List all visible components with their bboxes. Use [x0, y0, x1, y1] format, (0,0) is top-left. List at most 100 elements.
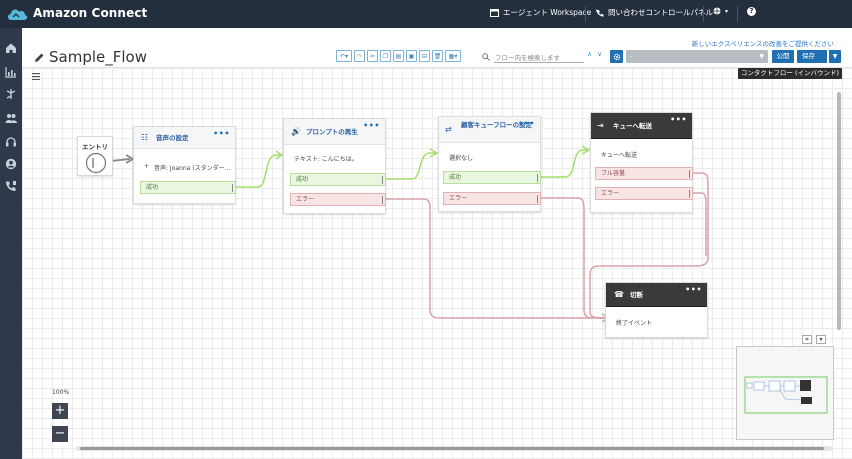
disconnect-block[interactable]: ☎ 切断 ••• 終了イベント — [605, 282, 708, 338]
block-header: ☎ 切断 ••• — [606, 283, 707, 307]
list-icon[interactable] — [32, 73, 40, 80]
cut-button[interactable]: ✂ — [367, 50, 378, 62]
new-experience-link[interactable]: 新しいエクスペリエンスの改善をご提供ください — [691, 40, 834, 48]
add-icon: + — [144, 163, 150, 170]
at-capacity-branch[interactable]: フル容量 — [595, 167, 693, 180]
duplicate-button[interactable]: ▣ — [406, 50, 417, 62]
layout-icon: ▦▾ — [448, 52, 458, 60]
block-detail: テキスト: こんにちは。 — [294, 156, 358, 163]
search-prev-icon[interactable]: ∧ — [587, 50, 592, 58]
branch-label: エラー — [449, 195, 468, 202]
play-prompt-block[interactable]: 🔊 プロンプトの再生 ••• テキスト: こんにちは。 成功 エラー — [283, 118, 386, 214]
success-branch[interactable]: 成功 — [443, 171, 541, 184]
port-handle[interactable] — [689, 170, 690, 178]
port-handle[interactable] — [232, 184, 233, 192]
minimap[interactable] — [736, 346, 834, 440]
publish-button[interactable]: 公開 — [772, 50, 794, 63]
phone-icon — [596, 8, 604, 17]
agent-workspace-label: エージェント Workspace — [503, 8, 592, 17]
search-next-icon[interactable]: ∨ — [597, 50, 602, 58]
flow-title[interactable]: Sample_Flow — [34, 48, 147, 66]
search-icon — [482, 52, 490, 61]
agent-workspace-link[interactable]: エージェント Workspace — [490, 7, 591, 18]
flow-title-text: Sample_Flow — [49, 48, 147, 66]
block-detail: 音声: Joanna (スタンダー... — [154, 165, 231, 172]
save-button-label: 保存 — [802, 52, 815, 60]
port-handle[interactable] — [382, 176, 383, 184]
contact-panel-label: 問い合わせコントロールパネル — [608, 8, 713, 17]
zoom-in-button[interactable]: + — [52, 403, 68, 419]
divider — [737, 6, 738, 22]
phone-numbers-icon[interactable] — [5, 180, 17, 192]
set-voice-block[interactable]: ☷ 音声の設定 ••• + 音声: Joanna (スタンダー... 成功 — [133, 126, 236, 204]
align-button[interactable]: ⊟ — [419, 50, 430, 62]
more-options-icon[interactable]: ••• — [670, 115, 687, 124]
more-options-icon[interactable]: ••• — [213, 129, 230, 138]
error-branch[interactable]: エラー — [595, 187, 693, 200]
fit-icon: ⌗ — [805, 336, 809, 343]
vertical-scrollbar[interactable] — [837, 92, 841, 330]
metrics-icon[interactable] — [5, 66, 17, 78]
port-handle[interactable] — [537, 195, 538, 203]
chevron-down-icon: ▼ — [759, 53, 764, 60]
chevron-down-icon: ▾ — [819, 336, 823, 343]
port-handle[interactable] — [382, 196, 383, 204]
minimap-toggle-button[interactable]: ▾ — [816, 335, 826, 344]
clipboard-icon: ▤ — [395, 52, 402, 60]
chevron-down-icon: ▼ — [832, 53, 838, 60]
fit-view-button[interactable]: ⌗ — [802, 335, 812, 344]
zoom-out-button[interactable]: − — [52, 426, 68, 442]
cloud-logo-icon — [8, 9, 28, 20]
language-menu[interactable]: ▾ — [713, 7, 728, 15]
version-dropdown[interactable]: - ▼ — [626, 50, 768, 63]
help-button[interactable]: ? — [747, 7, 756, 16]
block-header: 🔊 プロンプトの再生 ••• — [284, 119, 385, 145]
zoom-level: 100% — [52, 389, 70, 396]
transfer-to-queue-block[interactable]: ⇥ キューへ転送 ••• キューへ転送 フル容量 エラー — [590, 112, 693, 213]
entry-block[interactable]: エントリ — [77, 136, 113, 176]
search-placeholder: フロー内を検索します — [495, 53, 560, 62]
flow-search[interactable]: フロー内を検索します ∧ ∨ — [482, 50, 604, 63]
error-branch[interactable]: エラー — [443, 192, 541, 205]
voice-settings-icon: ☷ — [141, 133, 149, 142]
block-title: 顧客キューフローの設定 — [461, 121, 533, 129]
minimap-preview — [744, 376, 828, 414]
more-options-icon[interactable]: ••• — [363, 121, 380, 130]
success-branch[interactable]: 成功 — [290, 173, 386, 186]
port-handle[interactable] — [689, 190, 690, 198]
paste-button[interactable]: ▤ — [393, 50, 404, 62]
contact-control-panel-link[interactable]: 問い合わせコントロールパネル — [596, 7, 713, 18]
scissors-icon: ✂ — [369, 52, 376, 60]
block-header: ☷ 音声の設定 ••• — [134, 127, 235, 149]
home-icon[interactable] — [5, 42, 17, 54]
user-profile-icon[interactable] — [5, 158, 17, 170]
save-button[interactable]: 保存 — [797, 50, 827, 63]
success-branch[interactable]: 成功 — [140, 181, 236, 194]
port-handle[interactable] — [537, 174, 538, 182]
copy-icon: ❐ — [382, 52, 389, 60]
horizontal-scrollbar[interactable] — [80, 447, 824, 450]
layout-menu-button[interactable]: ▦▾ — [445, 50, 461, 62]
search-underline — [494, 62, 584, 63]
delete-button[interactable]: 🗑 — [432, 50, 443, 62]
block-detail: 選択なし — [449, 155, 474, 162]
undo-button[interactable]: ↶▾ — [336, 50, 352, 62]
more-options-icon[interactable]: ••• — [518, 119, 535, 128]
app-title: Amazon Connect — [33, 6, 148, 20]
save-menu-button[interactable]: ▼ — [828, 50, 841, 63]
trash-icon: 🗑 — [433, 52, 442, 60]
headset-icon[interactable] — [5, 136, 17, 148]
flow-canvas[interactable] — [22, 28, 852, 459]
redo-button[interactable]: ↷ — [354, 50, 365, 62]
settings-button[interactable] — [610, 50, 623, 63]
routing-icon[interactable] — [5, 88, 17, 100]
block-header: ⇥ キューへ転送 ••• — [591, 113, 692, 139]
copy-button[interactable]: ❐ — [380, 50, 391, 62]
queue-flow-icon: ⇄ — [445, 125, 452, 134]
users-icon[interactable] — [5, 112, 17, 124]
error-branch[interactable]: エラー — [290, 193, 386, 206]
gear-icon — [613, 53, 620, 60]
more-options-icon[interactable]: ••• — [685, 285, 702, 294]
set-customer-queue-flow-block[interactable]: ⇄ 顧客キューフローの設定 ••• 選択なし 成功 エラー — [438, 116, 541, 212]
branch-label: エラー — [601, 190, 620, 197]
